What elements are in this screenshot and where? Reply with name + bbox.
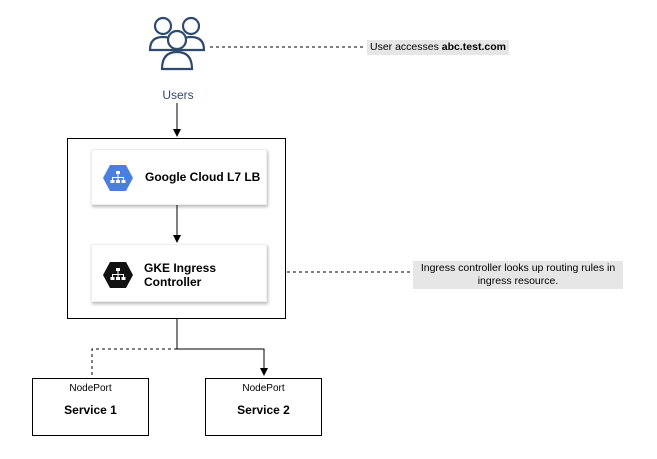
users-icon [145,14,209,79]
gke-ingress-node: GKE Ingress Controller [91,244,267,302]
service-2-label: Service 2 [237,403,290,417]
service-2-port-type: NodePort [242,383,285,394]
service-2-node: NodePort Service 2 [205,378,322,436]
service-1-node: NodePort Service 1 [32,378,149,436]
network-hierarchy-icon [102,261,134,294]
user-access-note: User accesses abc.test.com [367,40,509,55]
edge-to-service-2 [177,348,268,376]
cloud-lb-node: Google Cloud L7 LB [91,149,267,205]
service-1-port-type: NodePort [69,383,112,394]
network-hierarchy-icon [102,164,134,197]
users-label: Users [162,88,194,102]
gateway-container [67,138,286,319]
user-access-domain: abc.test.com [441,41,506,53]
service-1-label: Service 1 [64,403,117,417]
ingress-lookup-note: Ingress controller looks up routing rule… [413,261,623,289]
gke-ingress-label: GKE Ingress Controller [144,261,217,289]
cloud-lb-label: Google Cloud L7 LB [145,170,261,184]
edge-to-service-1 [91,348,177,377]
user-access-prefix: User accesses [370,41,442,53]
